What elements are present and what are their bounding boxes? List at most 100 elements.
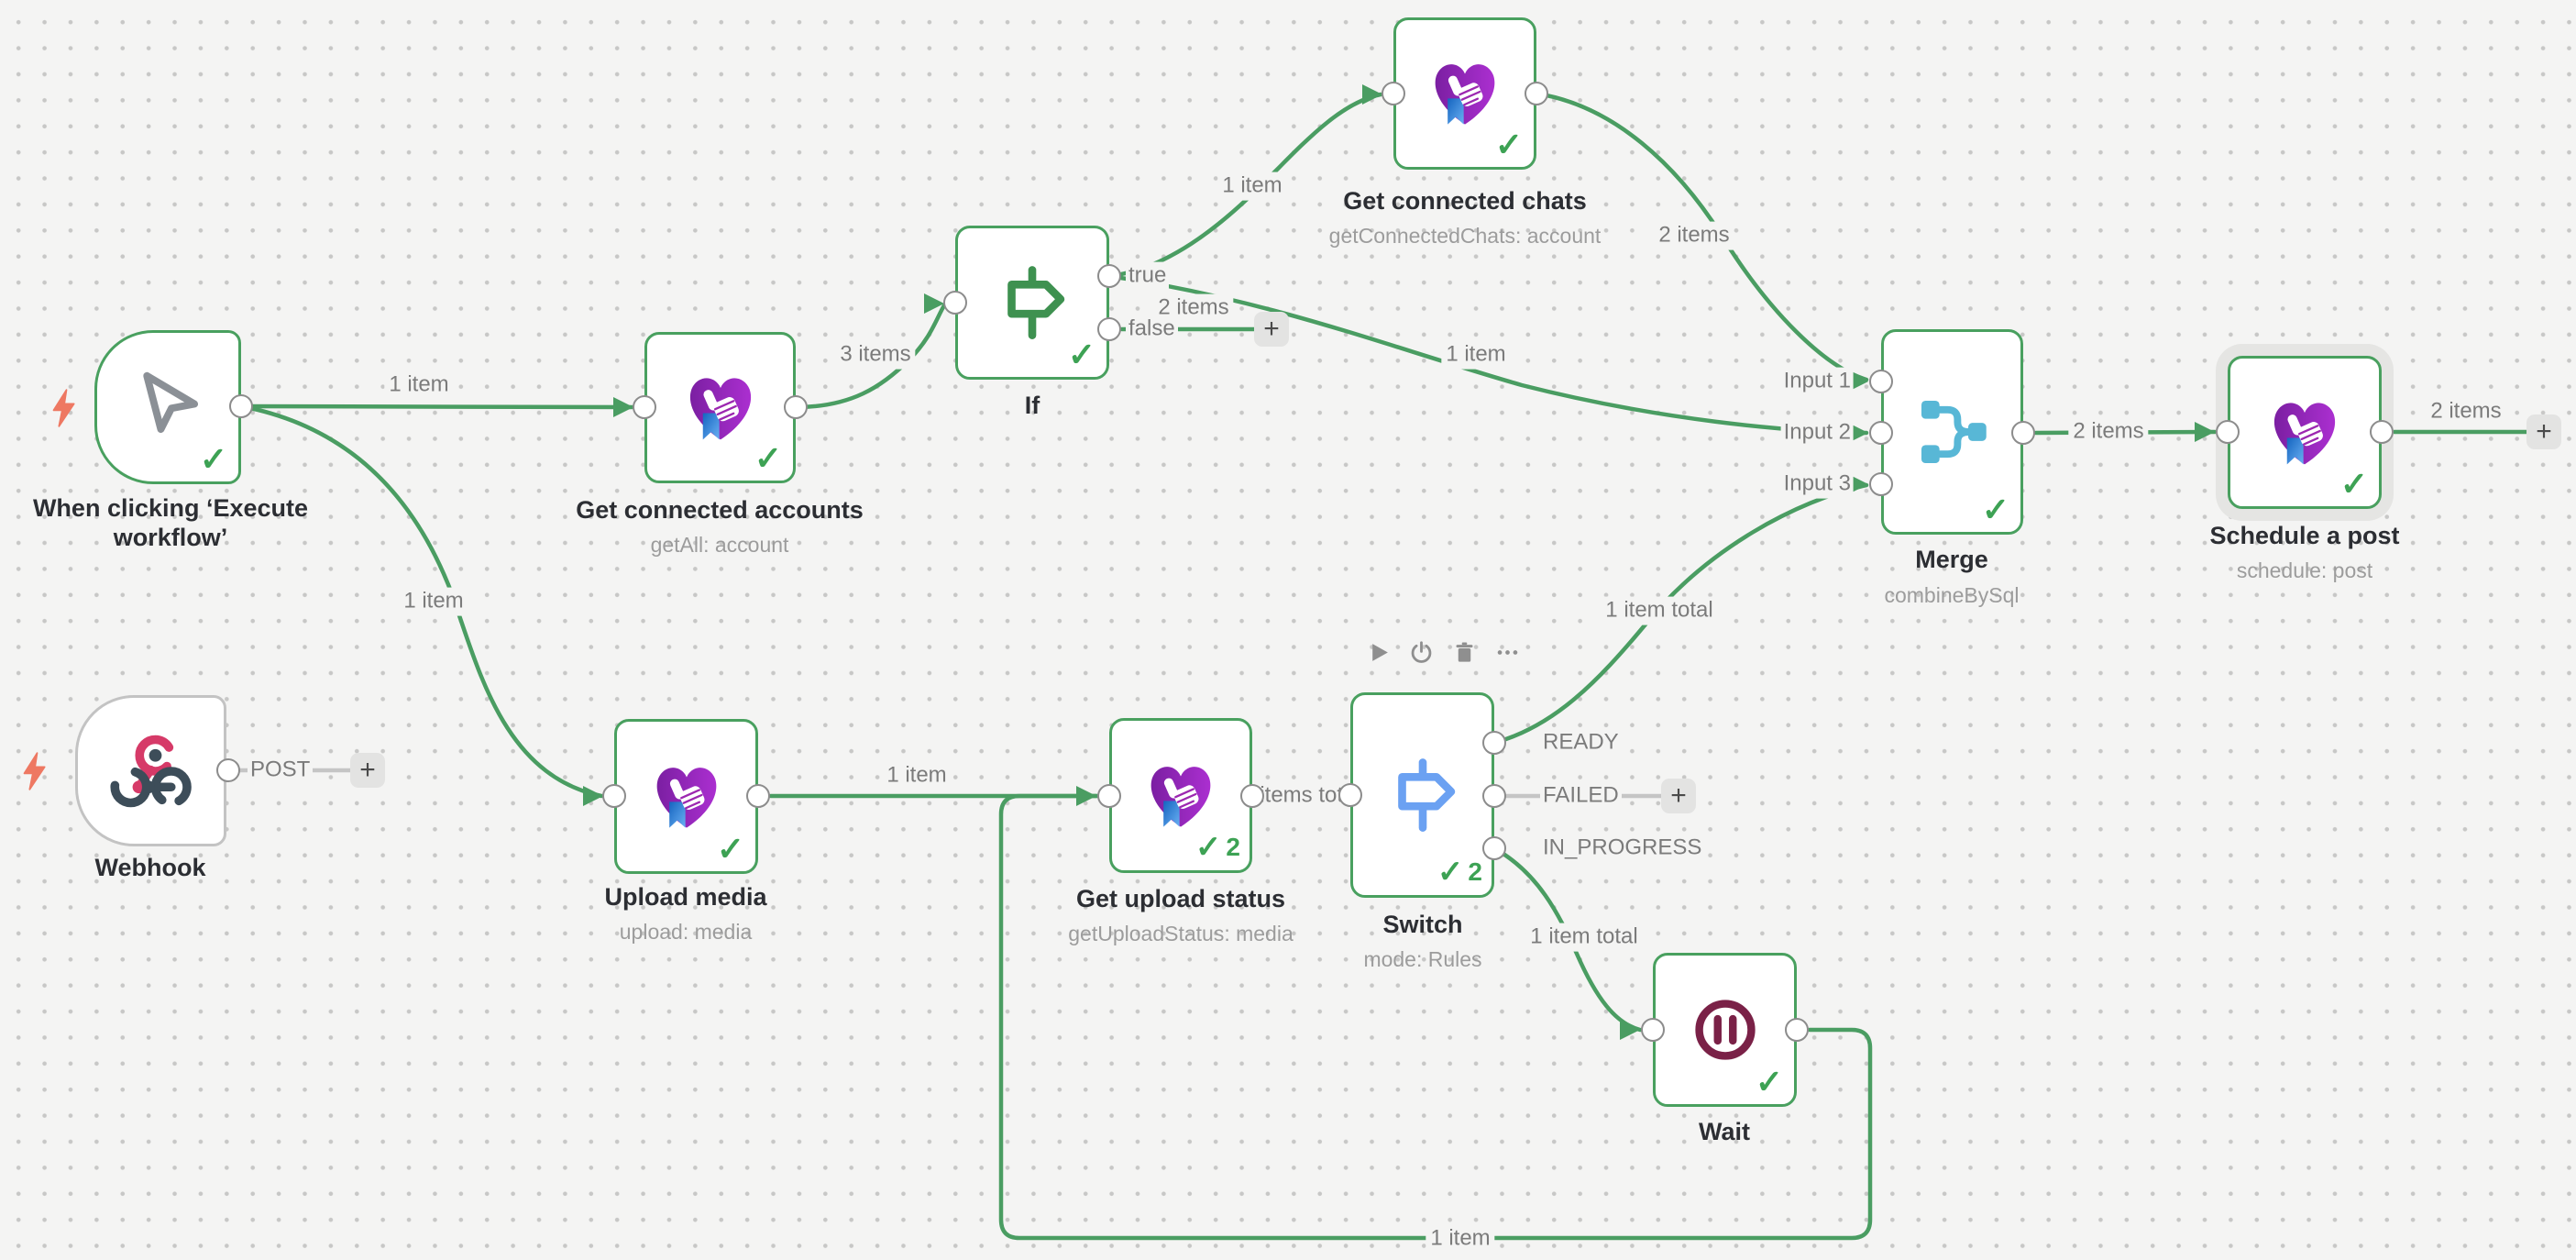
port-label-input-1: Input 1 bbox=[1780, 367, 1854, 396]
success-check-icon: ✓ bbox=[1194, 830, 1222, 865]
input-port-1[interactable] bbox=[1869, 370, 1893, 393]
edge-label: 1 item bbox=[1426, 1224, 1495, 1254]
port-label-ready: READY bbox=[1540, 728, 1622, 757]
input-port[interactable] bbox=[602, 784, 626, 808]
output-port[interactable] bbox=[229, 394, 253, 418]
arrowhead bbox=[1620, 1020, 1640, 1040]
arrowhead bbox=[1076, 786, 1096, 806]
input-port[interactable] bbox=[1097, 784, 1121, 808]
output-port[interactable] bbox=[1525, 82, 1548, 105]
arrowhead bbox=[2195, 422, 2215, 442]
add-node-button[interactable]: + bbox=[1661, 779, 1696, 813]
power-icon[interactable] bbox=[1409, 640, 1434, 665]
edge-label: 2 items bbox=[2068, 417, 2149, 447]
output-port[interactable] bbox=[216, 758, 240, 782]
node-subtitle: getUploadStatus: media bbox=[1068, 922, 1294, 945]
arrowhead bbox=[1362, 84, 1382, 105]
node-switch[interactable]: ✓2 bbox=[1350, 692, 1494, 898]
success-check-icon: ✓ bbox=[754, 439, 782, 477]
edge-label: 2 items bbox=[1654, 221, 1734, 250]
port-label-input-2: Input 2 bbox=[1780, 418, 1854, 448]
run-count: 2 bbox=[1468, 857, 1482, 886]
port-label-in-progress: IN_PROGRESS bbox=[1540, 834, 1705, 863]
edge-label: 2 items bbox=[1153, 293, 1234, 323]
input-port-3[interactable] bbox=[1869, 472, 1893, 496]
add-node-button[interactable]: + bbox=[1254, 312, 1289, 347]
wire-switch-inprogress-to-wait[interactable] bbox=[1492, 846, 1643, 1033]
output-port[interactable] bbox=[2011, 421, 2035, 445]
node-label: Upload media bbox=[604, 883, 767, 911]
edge-label: 1 item total bbox=[1525, 923, 1643, 952]
output-port-true[interactable] bbox=[1097, 264, 1121, 288]
node-upload-media[interactable]: ✓ bbox=[614, 719, 758, 874]
node-subtitle: combineBySql bbox=[1884, 583, 2020, 607]
node-if[interactable]: ✓ bbox=[955, 226, 1109, 380]
node-label: Schedule a post bbox=[2209, 522, 2400, 549]
node-webhook[interactable] bbox=[75, 695, 226, 846]
edge-label: 1 item bbox=[1217, 171, 1287, 201]
add-node-button[interactable]: + bbox=[350, 753, 385, 788]
node-label: If bbox=[1024, 392, 1040, 419]
arrowhead bbox=[613, 397, 633, 417]
input-port-2[interactable] bbox=[1869, 421, 1893, 445]
input-port[interactable] bbox=[633, 395, 656, 419]
success-check-icon: ✓ bbox=[2339, 465, 2368, 503]
success-check-icon: ✓ bbox=[1067, 336, 1095, 373]
node-get-connected-accounts[interactable]: ✓ bbox=[644, 332, 796, 483]
node-wait[interactable]: ✓ bbox=[1653, 953, 1797, 1107]
node-label: Get upload status bbox=[1075, 885, 1286, 912]
port-label-true: true bbox=[1126, 261, 1170, 291]
input-port[interactable] bbox=[1338, 783, 1362, 807]
input-port[interactable] bbox=[1641, 1018, 1665, 1042]
input-port[interactable] bbox=[2216, 420, 2240, 444]
input-port[interactable] bbox=[1382, 82, 1405, 105]
node-label: Wait bbox=[1699, 1118, 1750, 1145]
wire-trigger-to-accounts[interactable] bbox=[238, 403, 634, 410]
node-get-connected-chats[interactable]: ✓ bbox=[1393, 17, 1536, 170]
output-port-in-progress[interactable] bbox=[1482, 836, 1506, 860]
arrowhead bbox=[924, 293, 944, 314]
wire-trigger-to-upload[interactable] bbox=[238, 403, 604, 799]
output-port-failed[interactable] bbox=[1482, 784, 1506, 808]
play-icon[interactable] bbox=[1368, 641, 1391, 664]
output-port-false[interactable] bbox=[1097, 317, 1121, 341]
node-manual-trigger[interactable]: ✓ bbox=[94, 330, 241, 484]
ellipsis-icon[interactable] bbox=[1495, 640, 1520, 665]
edge-label: 1 item bbox=[1441, 340, 1511, 370]
trigger-bolt-icon bbox=[50, 389, 77, 427]
success-check-icon: ✓ bbox=[1437, 855, 1464, 890]
input-port[interactable] bbox=[943, 291, 967, 315]
success-check-icon: ✓ bbox=[716, 830, 744, 868]
node-schedule-a-post[interactable]: ✓ bbox=[2228, 356, 2382, 509]
trigger-bolt-icon bbox=[20, 752, 48, 790]
success-check-icon: ✓ bbox=[199, 440, 227, 478]
port-label-failed: FAILED bbox=[1540, 781, 1622, 811]
wire-if-true-to-merge-input2[interactable] bbox=[1106, 273, 1869, 436]
add-node-button[interactable]: + bbox=[2526, 414, 2561, 449]
node-get-upload-status[interactable]: ✓2 bbox=[1109, 718, 1252, 873]
output-port[interactable] bbox=[1240, 784, 1264, 808]
port-label-post: POST bbox=[248, 756, 314, 785]
arrowhead bbox=[583, 786, 603, 806]
node-label: Get connected accounts bbox=[576, 496, 864, 524]
node-label: When clicking ‘Execute workflow’ bbox=[32, 494, 309, 551]
success-check-icon: ✓ bbox=[1981, 491, 2009, 528]
node-label: Get connected chats bbox=[1343, 187, 1587, 215]
edge-label: 1 item bbox=[882, 761, 952, 790]
success-check-icon: ✓ bbox=[1494, 126, 1523, 163]
node-merge[interactable]: ✓ bbox=[1881, 329, 2023, 535]
output-port[interactable] bbox=[784, 395, 808, 419]
output-port-ready[interactable] bbox=[1482, 731, 1506, 755]
port-label-false: false bbox=[1126, 315, 1178, 344]
node-subtitle: getConnectedChats: account bbox=[1328, 224, 1602, 248]
output-port[interactable] bbox=[1785, 1018, 1809, 1042]
node-label: Switch bbox=[1382, 911, 1463, 938]
output-port[interactable] bbox=[746, 784, 770, 808]
node-toolbar bbox=[1368, 640, 1520, 665]
trash-icon[interactable] bbox=[1452, 640, 1477, 665]
output-port[interactable] bbox=[2370, 420, 2394, 444]
success-check-icon: ✓ bbox=[1755, 1063, 1783, 1100]
edge-label: 1 item bbox=[384, 370, 454, 400]
edge-label: 2 items bbox=[2426, 397, 2506, 426]
